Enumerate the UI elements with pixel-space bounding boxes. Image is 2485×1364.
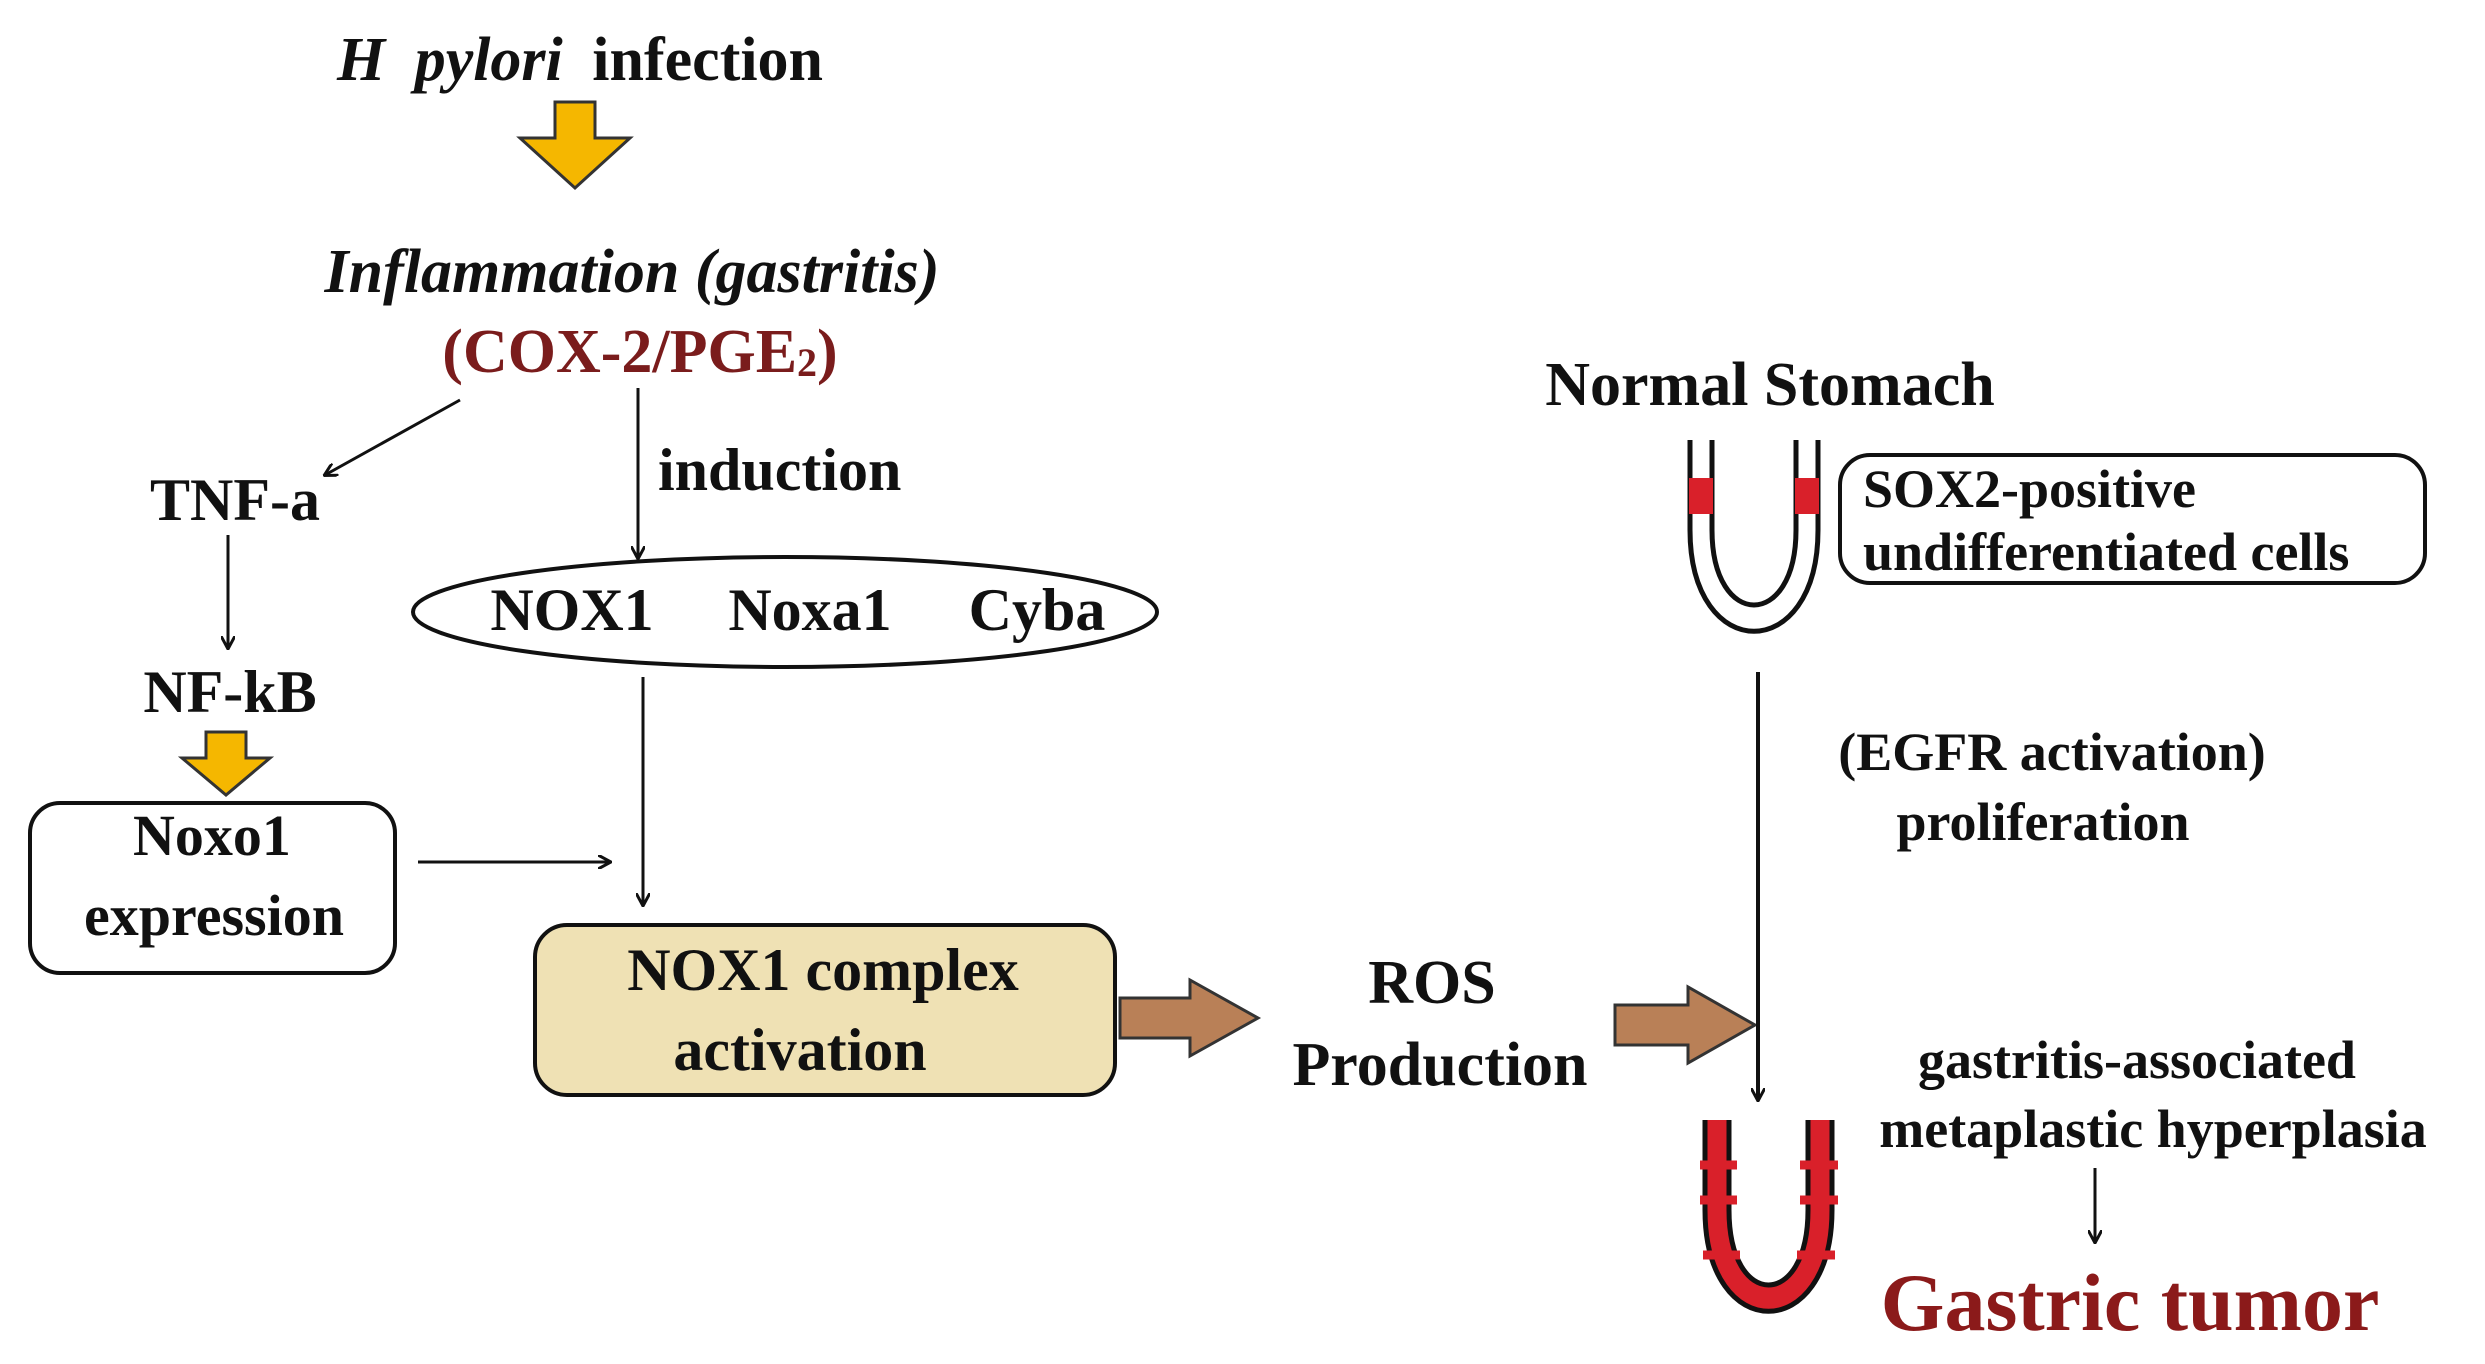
- nox1-ellipse: [411, 555, 1159, 669]
- sox2-box: [1838, 453, 2427, 585]
- sox2-marker-left: [1689, 478, 1713, 514]
- nfkb-label: NF-kB: [143, 659, 316, 725]
- title-pylori: pylori: [410, 26, 563, 94]
- title-h: H: [336, 26, 387, 94]
- ros-line2: Production: [1292, 1031, 1587, 1099]
- sox2-line1: SOX2-positive: [1863, 459, 2196, 519]
- tnf-label: TNF-a: [150, 467, 320, 533]
- proliferation-label: proliferation: [1897, 792, 2190, 852]
- normal-gland-icon: [1687, 440, 1821, 634]
- tumor-gland-icon: [1700, 1120, 1838, 1314]
- inflammation-label: Inflammation (gastritis): [324, 238, 940, 306]
- gastric-tumor-label: Gastric tumor: [1881, 1257, 2380, 1348]
- sox2-marker-right: [1795, 478, 1819, 514]
- sox2-line2: undifferentiated cells: [1863, 522, 2349, 582]
- complex-line1: NOX1 complex: [627, 937, 1019, 1003]
- nox1-complex-box: [533, 923, 1117, 1097]
- nox1-label: NOX1: [490, 577, 653, 643]
- cox-to-tnf-arrow: [325, 398, 461, 475]
- ros-line1: ROS: [1368, 949, 1495, 1017]
- brown-arrow-ros-icon: [1613, 984, 1759, 1066]
- noxo1-box: [28, 801, 397, 975]
- yellow-arrow-icon: [516, 100, 634, 191]
- title-infection: infection: [592, 26, 823, 94]
- infection-title: H pylori infection: [336, 26, 823, 94]
- normal-stomach-label: Normal Stomach: [1545, 351, 1994, 419]
- metaplastic-label: metaplastic hyperplasia: [1879, 1099, 2427, 1159]
- gastritis-assoc-label: gastritis-associated: [1918, 1030, 2356, 1090]
- complex-line2: activation: [673, 1017, 926, 1083]
- noxo1-line1: Noxo1: [133, 803, 291, 868]
- small-yellow-arrow-icon: [177, 730, 275, 797]
- noxo1-line2: expression: [84, 883, 344, 948]
- egfr-label: (EGFR activation): [1838, 722, 2265, 782]
- brown-arrow-complex-icon: [1118, 977, 1262, 1059]
- cyba-label: Cyba: [969, 577, 1106, 643]
- induction-label: induction: [658, 437, 901, 503]
- noxa1-label: Noxa1: [728, 577, 891, 643]
- cox2-label: (COX-2/PGE2): [442, 318, 837, 386]
